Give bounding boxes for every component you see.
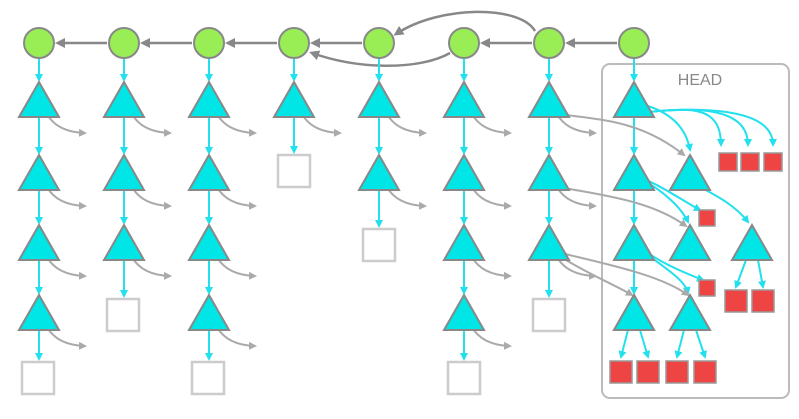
commit-node	[618, 27, 650, 59]
node-layer	[17, 27, 783, 396]
tree-node	[102, 79, 146, 118]
reused-blob-node	[446, 360, 482, 396]
tree-node	[187, 292, 231, 331]
shared-pointer	[560, 252, 690, 297]
tree-node	[527, 152, 571, 191]
tree-node	[730, 222, 774, 261]
new-blob-node	[665, 360, 689, 384]
tree-node	[612, 222, 656, 261]
new-blob-node	[751, 289, 775, 313]
new-blob-pointer	[674, 329, 685, 359]
new-blob-node	[740, 152, 760, 172]
new-blob-node	[693, 360, 717, 384]
tree-node	[442, 222, 486, 261]
commit-node	[278, 27, 310, 59]
new-blob-pointer	[757, 259, 766, 289]
new-blob-node	[636, 360, 660, 384]
new-blob-node	[698, 209, 716, 227]
new-blob-pointer	[618, 329, 629, 359]
new-blob-node	[609, 360, 633, 384]
reused-blob-node	[105, 297, 141, 333]
commit-node	[23, 27, 55, 59]
tree-node	[442, 292, 486, 331]
tree-node	[17, 79, 61, 118]
tree-node	[612, 79, 656, 118]
tree-node	[17, 292, 61, 331]
tree-node	[272, 79, 316, 118]
tree-node	[187, 152, 231, 191]
edge-layer	[35, 10, 777, 361]
commit-node	[193, 27, 225, 59]
tree-node	[187, 222, 231, 261]
new-blob-pointer	[647, 108, 777, 147]
shared-pointer	[560, 256, 634, 297]
tree-node	[612, 292, 656, 331]
tree-node	[102, 152, 146, 191]
head-label: HEAD	[678, 72, 722, 89]
commit-node	[533, 27, 565, 59]
commit-node	[108, 27, 140, 59]
new-blob-node	[763, 152, 783, 172]
tree-node	[187, 79, 231, 118]
tree-pointer	[647, 105, 693, 152]
tree-node	[357, 79, 401, 118]
shared-pointer	[558, 186, 688, 228]
new-blob-node	[724, 289, 748, 313]
tree-node	[668, 222, 712, 261]
parent-link-curved	[309, 50, 451, 67]
commit-node	[363, 27, 395, 59]
tree-node	[527, 222, 571, 261]
tree-node	[442, 79, 486, 118]
tree-node	[102, 222, 146, 261]
tree-node	[357, 152, 401, 191]
new-blob-pointer	[734, 259, 747, 289]
new-blob-pointer	[647, 108, 725, 147]
tree-node	[17, 152, 61, 191]
reused-blob-node	[531, 297, 567, 333]
new-blob-node	[718, 152, 738, 172]
reused-blob-node	[20, 360, 56, 396]
new-blob-node	[698, 279, 716, 297]
tree-node	[527, 79, 571, 118]
parent-link-curved	[393, 10, 537, 36]
reused-blob-node	[361, 227, 397, 263]
new-blob-pointer	[639, 329, 651, 359]
tree-node	[612, 152, 656, 191]
tree-node	[442, 152, 486, 191]
commit-node	[448, 27, 480, 59]
reused-blob-node	[276, 153, 312, 189]
tree-node	[17, 222, 61, 261]
head-box	[601, 63, 790, 399]
tree-node	[668, 152, 712, 191]
shared-pointer	[558, 113, 686, 157]
new-blob-pointer	[647, 180, 702, 211]
reused-blob-node	[190, 360, 226, 396]
tree-node	[668, 292, 712, 331]
head-region: HEAD	[601, 63, 790, 399]
new-blob-pointer	[695, 329, 707, 359]
